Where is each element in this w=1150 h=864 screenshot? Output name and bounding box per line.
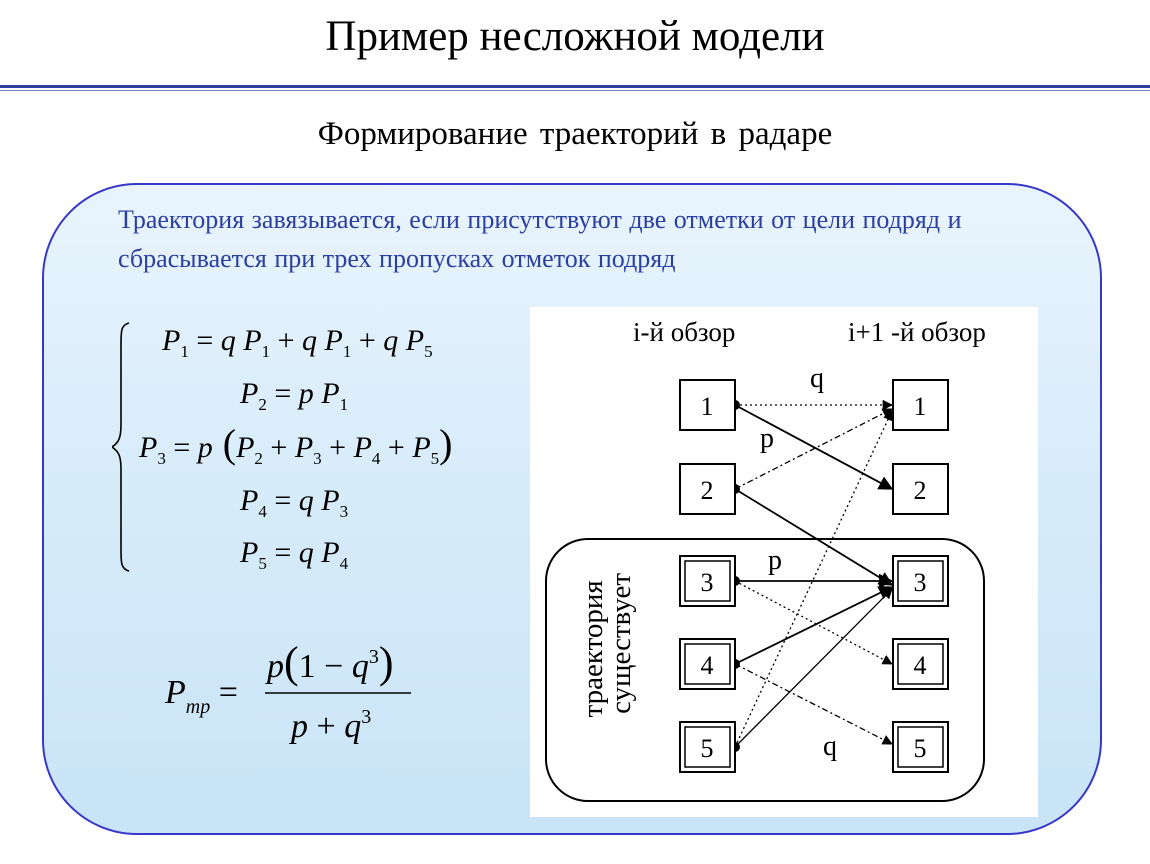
- svg-text:5: 5: [914, 734, 927, 763]
- group-label: траектория существует: [577, 573, 637, 718]
- left-state-2: 2: [679, 463, 736, 515]
- svg-text:P4 = q P3: P4 = q P3: [239, 484, 348, 521]
- equation-3: P3 = p (P2 + P3 + P4 + P5): [138, 421, 452, 468]
- equation-system: P1 = q P1 + q P1 + q P5 P2 = p P1 P3 = p…: [112, 322, 452, 573]
- right-state-4: 4: [892, 638, 949, 690]
- equation-4: P4 = q P3: [239, 484, 348, 521]
- svg-text:3: 3: [701, 568, 714, 597]
- left-state-5: 5: [679, 721, 736, 773]
- slide-title: Пример несложной модели: [325, 13, 825, 60]
- system-brace: [112, 322, 130, 572]
- title-divider: [0, 85, 1150, 88]
- right-state-2: 2: [892, 463, 949, 515]
- svg-text:p(1 − q3): p(1 − q3): [265, 638, 394, 687]
- equation-2: P2 = p P1: [239, 377, 348, 414]
- svg-text:P3 = p (P2 + P3 + P4 + P5): P3 = p (P2 + P3 + P4 + P5): [138, 421, 452, 468]
- equation-1: P1 = q P1 + q P1 + q P5: [161, 324, 433, 361]
- description-text: Траектория завязывается, если присутству…: [118, 205, 962, 273]
- slide-subtitle: Формирование траекторий в радаре: [317, 116, 833, 152]
- right-state-5: 5: [892, 721, 949, 773]
- svg-text:4: 4: [914, 651, 927, 680]
- edge-label-q-bottom: q: [823, 731, 837, 762]
- transition-edges: [734, 399, 894, 748]
- left-state-3: 3: [679, 555, 736, 607]
- edge-label-p-mid: p: [768, 545, 782, 576]
- svg-text:Pтр =: Pтр =: [165, 674, 238, 718]
- svg-text:5: 5: [701, 734, 714, 763]
- left-state-4: 4: [679, 638, 736, 690]
- result-formula: Pтр = p(1 − q3) p + q3: [165, 638, 411, 745]
- svg-text:P1 = q P1 + q P1 + q P5: P1 = q P1 + q P1 + q P5: [161, 324, 433, 361]
- svg-text:2: 2: [701, 476, 714, 505]
- svg-text:P5 = q P4: P5 = q P4: [239, 536, 349, 573]
- right-state-3: 3: [892, 555, 949, 607]
- edge-label-q-top: q: [810, 363, 824, 394]
- svg-text:p + q3: p + q3: [289, 706, 371, 745]
- svg-text:P2 = p P1: P2 = p P1: [239, 377, 348, 414]
- title-divider-thin: [0, 90, 1150, 91]
- header-left: i-й обзор: [633, 317, 735, 347]
- trajectory-group: [545, 538, 985, 802]
- svg-text:1: 1: [701, 392, 714, 421]
- edge-label-p-top: p: [760, 423, 774, 454]
- header-right: i+1 -й обзор: [848, 317, 986, 347]
- svg-text:1: 1: [914, 392, 927, 421]
- equation-5: P5 = q P4: [239, 536, 349, 573]
- left-state-1: 1: [679, 379, 736, 431]
- svg-text:2: 2: [914, 476, 927, 505]
- state-diagram: i-й обзор i+1 -й обзор траектория сущест…: [530, 307, 1038, 817]
- svg-text:4: 4: [701, 651, 714, 680]
- svg-text:3: 3: [914, 568, 927, 597]
- right-state-1: 1: [892, 379, 949, 431]
